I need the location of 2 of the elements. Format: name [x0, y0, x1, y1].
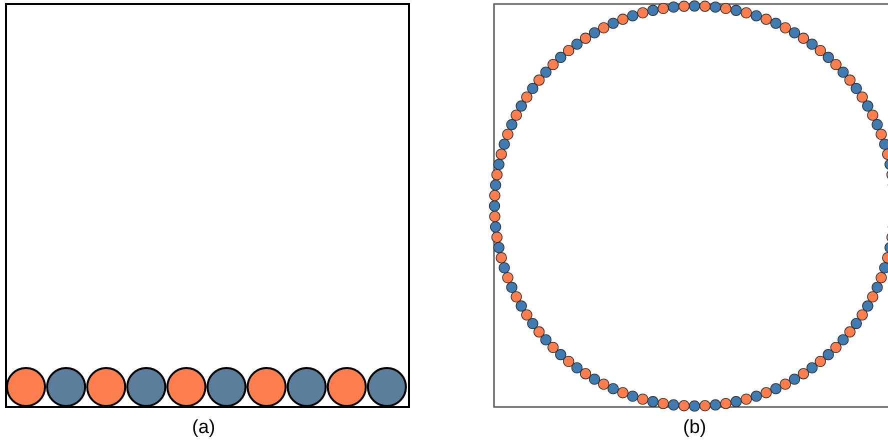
panel-label: (b) — [683, 417, 706, 439]
panel-label: (a) — [192, 417, 216, 439]
